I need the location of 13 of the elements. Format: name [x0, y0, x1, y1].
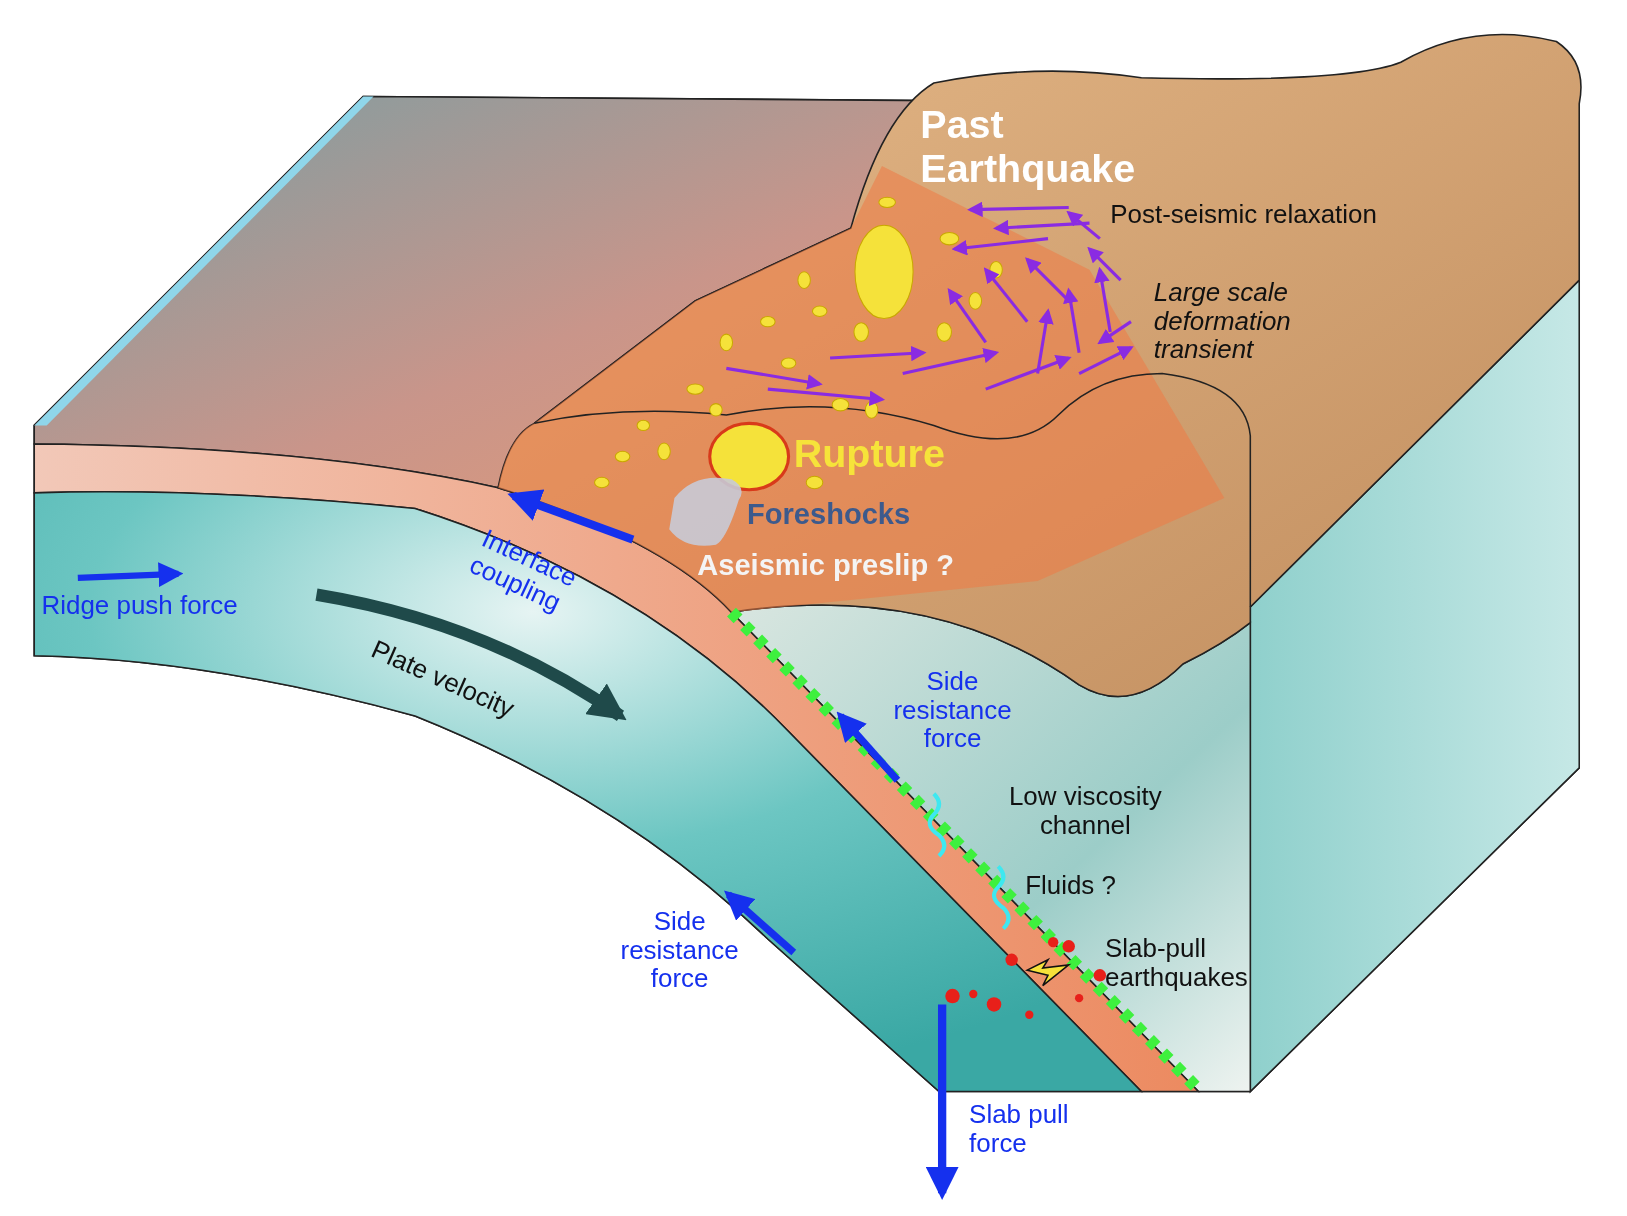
- side-resistance-label: Side resistance force: [619, 906, 740, 993]
- rupture-label: Rupture: [793, 432, 946, 477]
- side-resistance-label: Side resistance force: [892, 667, 1013, 753]
- ridge-push-label: Ridge push force: [41, 591, 239, 620]
- foreshocks-label: Foreshocks: [747, 499, 912, 532]
- preslip-label: Aseismic preslip ?: [697, 549, 955, 582]
- relaxation-label: Post-seismic relaxation: [1110, 200, 1378, 229]
- low-viscosity-label: Low viscosity channel: [1007, 782, 1163, 840]
- slab-pull-label: Slab pull force: [969, 1099, 1070, 1157]
- slab-pull-earthquakes-label: Slab-pull earthquakes: [1105, 933, 1249, 991]
- transient-label: Large scale deformation transient: [1153, 278, 1292, 364]
- fluids-label: Fluids ?: [1025, 871, 1117, 901]
- past-earthquake-label: Past Earthquake: [920, 103, 1137, 191]
